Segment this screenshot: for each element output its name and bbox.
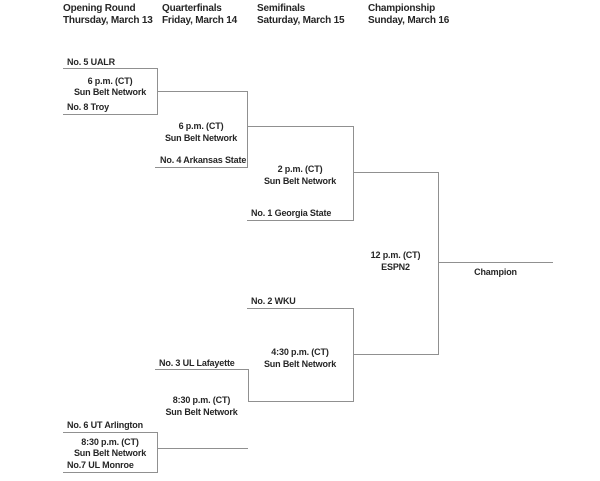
- championship-game-info: 12 p.m. (CT) ESPN2: [353, 249, 438, 273]
- game-time: 2 p.m. (CT): [277, 164, 323, 174]
- opening-bottom-team2-line: [63, 472, 157, 473]
- opening-bottom-edge-line: [157, 432, 158, 473]
- game-time: 6 p.m. (CT): [87, 76, 133, 86]
- round-header-quarterfinals: Quarterfinals Friday, March 14: [162, 3, 237, 27]
- team-ul-lafayette: No. 3 UL Lafayette: [159, 358, 235, 368]
- quarterfinal-top-advance-line: [247, 126, 353, 127]
- game-network: Sun Belt Network: [165, 407, 238, 417]
- game-network: Sun Belt Network: [73, 448, 147, 458]
- game-network: ESPN2: [381, 262, 410, 272]
- quarterfinal-top-game-info: 6 p.m. (CT) Sun Belt Network: [155, 120, 247, 144]
- opening-top-team2-line: [63, 114, 157, 115]
- game-time: 4:30 p.m. (CT): [271, 347, 329, 357]
- team-troy: No. 8 Troy: [67, 102, 110, 112]
- semifinal-bottom-game-info: 4:30 p.m. (CT) Sun Belt Network: [247, 346, 353, 370]
- semifinal-top-edge-line: [353, 126, 354, 221]
- champion-label: Champion: [474, 267, 517, 277]
- round-date: Friday, March 14: [162, 15, 237, 26]
- game-time: 6 p.m. (CT): [178, 121, 224, 131]
- semifinal-top-game-info: 2 p.m. (CT) Sun Belt Network: [247, 163, 353, 187]
- team-arkansas-state: No. 4 Arkansas State: [160, 155, 247, 165]
- game-time: 12 p.m. (CT): [370, 250, 421, 260]
- game-network: Sun Belt Network: [164, 133, 238, 143]
- team-ul-monroe: No.7 UL Monroe: [67, 460, 134, 470]
- championship-edge-line: [438, 172, 439, 355]
- quarterfinal-bottom-advance-line: [248, 401, 353, 402]
- team-ualr: No. 5 UALR: [67, 57, 116, 67]
- game-time: 8:30 p.m. (CT): [172, 395, 231, 405]
- game-network: Sun Belt Network: [263, 359, 337, 369]
- team-ut-arlington: No. 6 UT Arlington: [67, 420, 143, 430]
- round-header-opening: Opening Round Thursday, March 13: [63, 3, 153, 27]
- round-header-semifinals: Semifinals Saturday, March 15: [257, 3, 345, 27]
- champion-line: [438, 262, 553, 263]
- opening-bottom-team1-line: [63, 432, 157, 433]
- round-date: Sunday, March 16: [368, 15, 450, 26]
- game-network: Sun Belt Network: [73, 87, 147, 97]
- opening-top-team1-line: [63, 68, 157, 69]
- opening-top-advance-line: [157, 91, 247, 92]
- opening-bottom-game-info: 8:30 p.m. (CT) Sun Belt Network: [63, 437, 157, 459]
- semifinal-bottom-team-line: [247, 308, 353, 309]
- opening-top-game-info: 6 p.m. (CT) Sun Belt Network: [63, 76, 157, 98]
- round-name: Championship: [368, 3, 436, 14]
- round-name: Opening Round: [63, 3, 136, 14]
- round-date: Thursday, March 13: [63, 15, 153, 26]
- round-date: Saturday, March 15: [257, 15, 345, 26]
- team-wku: No. 2 WKU: [251, 296, 296, 306]
- game-network: Sun Belt Network: [263, 176, 337, 186]
- semifinal-bottom-advance-line: [353, 354, 438, 355]
- quarterfinal-top-edge-line: [247, 91, 248, 168]
- round-header-championship: Championship Sunday, March 16: [368, 3, 449, 27]
- quarterfinal-bottom-game-info: 8:30 p.m. (CT) Sun Belt Network: [155, 394, 248, 418]
- semifinal-top-advance-line: [353, 172, 438, 173]
- semifinal-bottom-edge-line: [353, 308, 354, 402]
- quarterfinal-bottom-edge-line: [248, 369, 249, 402]
- round-name: Semifinals: [257, 3, 306, 14]
- semifinal-top-team-line: [247, 220, 353, 221]
- team-georgia-state: No. 1 Georgia State: [251, 208, 332, 218]
- game-time: 8:30 p.m. (CT): [81, 437, 139, 447]
- quarterfinal-bottom-team-line: [155, 369, 248, 370]
- opening-bottom-advance-line: [157, 448, 248, 449]
- quarterfinal-top-team-line: [155, 167, 247, 168]
- round-name: Quarterfinals: [162, 3, 222, 14]
